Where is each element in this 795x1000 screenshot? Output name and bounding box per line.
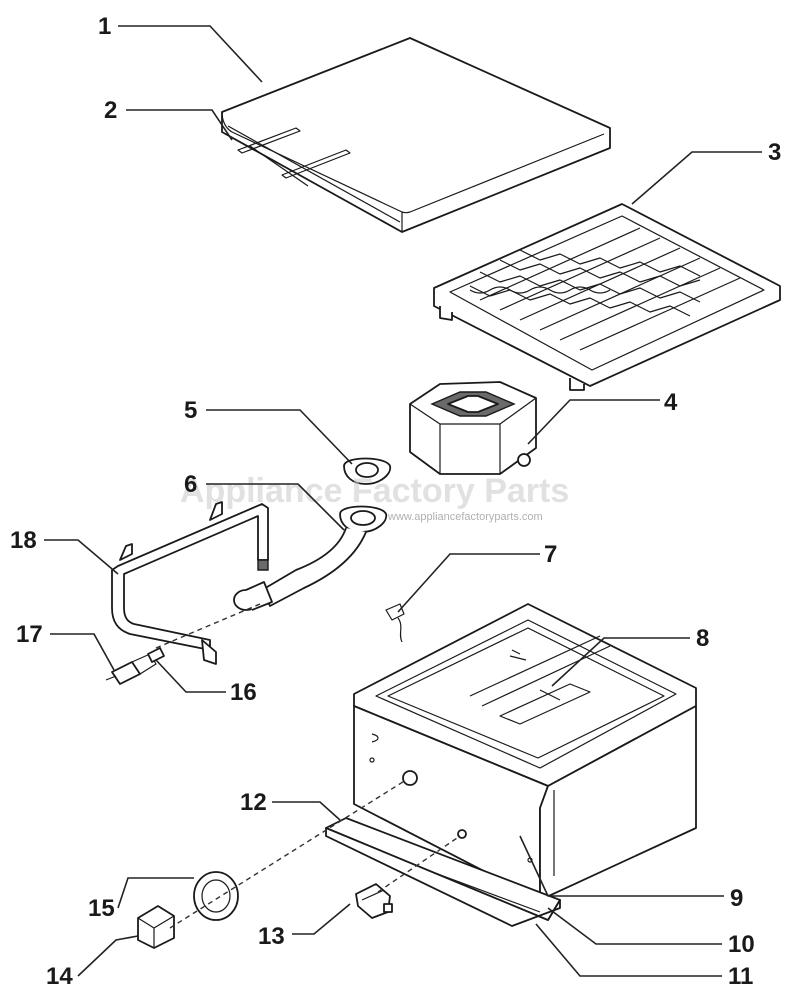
- leader-2: [126, 109, 233, 141]
- callout-2: 2: [104, 97, 117, 124]
- callout-16: 16: [230, 679, 257, 706]
- leader-8: [551, 637, 690, 687]
- callout-13: 13: [258, 923, 285, 950]
- leader-1: [118, 25, 263, 83]
- watermark-url: www.appliancefactoryparts.com: [387, 511, 543, 523]
- burner-part: [409, 381, 537, 475]
- knob-bezel-part: [193, 871, 239, 921]
- bottom-trim-part: [325, 827, 561, 927]
- igniter-module-part: [355, 883, 393, 919]
- callout-11: 11: [728, 963, 753, 990]
- control-knob-part: [137, 905, 175, 949]
- callout-12: 12: [240, 789, 267, 816]
- leader-15: [117, 877, 194, 909]
- leader-7: [397, 553, 540, 613]
- valve-part: [105, 653, 157, 685]
- leader-10: [547, 907, 722, 945]
- leader-5: [206, 409, 353, 465]
- leader-17: [50, 633, 115, 671]
- callout-5: 5: [184, 397, 197, 424]
- leader-6: [206, 483, 345, 531]
- leader-3: [631, 151, 762, 205]
- callout-17: 17: [16, 621, 43, 648]
- housing-part: [353, 603, 697, 901]
- callout-15: 15: [88, 895, 115, 922]
- leader-4: [527, 399, 660, 445]
- leader-12: [272, 801, 341, 821]
- watermark-title: Appliance Factory Parts: [180, 472, 569, 510]
- assembly-line-knob: [169, 779, 407, 929]
- callout-10: 10: [728, 931, 755, 958]
- leader-16: [155, 659, 226, 693]
- venturi-tube-part: [233, 505, 388, 611]
- callout-9: 9: [730, 885, 743, 912]
- cooking-grate-part: [433, 203, 781, 391]
- callout-14: 14: [46, 963, 73, 990]
- assembly-line-igniter: [377, 835, 461, 893]
- orifice-fitting-part: [147, 647, 165, 663]
- callout-6: 6: [184, 471, 197, 498]
- leader-9: [519, 835, 724, 897]
- callout-8: 8: [696, 625, 709, 652]
- callout-18: 18: [10, 527, 37, 554]
- gas-manifold-part: [111, 501, 269, 665]
- gasket-part: [343, 457, 392, 485]
- assembly-line-manifold: [155, 603, 261, 649]
- electrode-part: [385, 603, 405, 643]
- lid-handle-part: [237, 127, 351, 187]
- leader-13: [292, 903, 351, 935]
- leader-14: [77, 935, 139, 977]
- lid-part: [221, 37, 611, 233]
- leader-18: [44, 539, 119, 575]
- callout-3: 3: [768, 139, 781, 166]
- leader-11: [535, 923, 722, 977]
- callout-7: 7: [544, 541, 557, 568]
- callout-1: 1: [98, 13, 111, 40]
- callout-4: 4: [664, 389, 678, 416]
